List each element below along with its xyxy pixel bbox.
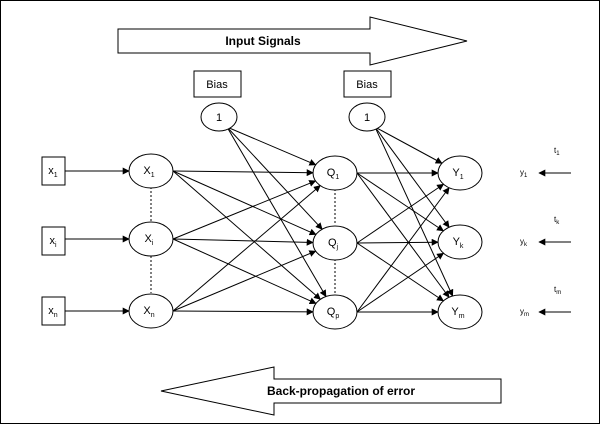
bias-node-hidden — [200, 102, 238, 132]
weight-x2-q3 — [172, 238, 317, 305]
weight-x1-q3 — [172, 170, 321, 300]
hidden-unit-node-1 — [312, 155, 358, 191]
input-label-2: xi — [49, 235, 57, 249]
hidden-unit-label-3: Qp — [327, 306, 340, 320]
output-unit-label-1: Y1 — [452, 167, 463, 181]
weight-connections — [65, 126, 454, 316]
output-unit-node-1 — [437, 155, 483, 191]
hidden-unit-label-2: Qj — [328, 237, 339, 251]
output-unit-node-3 — [437, 294, 483, 330]
bias-value-hidden: 1 — [216, 112, 222, 124]
input-unit-label-3: Xn — [143, 305, 154, 319]
target-label-1: t1 — [554, 146, 560, 157]
input-box-3 — [41, 296, 66, 326]
bias-node-output — [348, 102, 386, 132]
bias-weight-q2 — [226, 126, 323, 230]
hidden-unit-node-3 — [312, 294, 358, 330]
output-unit-label-3: Ym — [451, 306, 464, 320]
hidden-unit-label-1: Q1 — [327, 167, 340, 181]
bias-weight-y1 — [374, 126, 443, 164]
bias-label-hidden: Bias — [206, 79, 228, 91]
input-label-1: x1 — [48, 165, 58, 179]
target-label-2: tk — [554, 215, 560, 226]
input-unit-node-1 — [128, 153, 174, 189]
weight-q3-y2 — [356, 252, 445, 313]
bias-weight-q3 — [226, 126, 327, 298]
input-signals-arrow: Input Signals — [117, 16, 468, 66]
input-unit-node-3 — [128, 293, 174, 329]
weight-x2-q1 — [172, 180, 317, 240]
output-label-1: y1 — [520, 168, 528, 179]
input-unit-label-2: Xi — [145, 233, 154, 247]
output-unit-label-2: Yk — [453, 236, 464, 250]
back-propagation-arrow: Back-propagation of error — [160, 366, 502, 416]
weight-q2-y3 — [356, 242, 444, 302]
weight-q2-y1 — [356, 183, 445, 244]
bias-value-output: 1 — [364, 112, 370, 124]
weight-q2-y2 — [356, 238, 439, 246]
input-label-3: xn — [48, 305, 58, 319]
weight-x1-q2 — [172, 170, 317, 236]
bias-weight-y3 — [374, 126, 454, 297]
bias-weight-y2 — [374, 126, 450, 228]
weight-q3-y1 — [356, 187, 450, 313]
weight-x2-q2 — [172, 238, 314, 246]
bias-box-output — [343, 70, 392, 98]
weight-x3-q1 — [172, 185, 321, 312]
input-unit-label-1: X1 — [143, 165, 154, 179]
input-box-1 — [41, 156, 66, 186]
bias-label-output: Bias — [356, 79, 378, 91]
target-label-3: tm — [554, 285, 561, 296]
output-label-3: ym — [520, 307, 529, 318]
input-boxes: x1 xi xn — [41, 156, 66, 326]
bias-weight-q1 — [226, 126, 317, 166]
output-target-labels: y1 yk ym t1 tk tm — [520, 146, 571, 318]
weight-q1-y3 — [356, 172, 450, 298]
input-signals-label: Input Signals — [225, 34, 301, 48]
input-unit-node-2 — [128, 221, 174, 257]
weight-x3-q2 — [172, 250, 317, 312]
back-propagation-label: Back-propagation of error — [267, 384, 415, 398]
hidden-unit-node-2 — [312, 225, 358, 261]
weight-x3-q3 — [172, 308, 314, 316]
weight-x1-q1 — [172, 169, 314, 177]
output-label-2: yk — [520, 237, 528, 248]
output-unit-node-2 — [437, 224, 483, 260]
input-box-2 — [41, 226, 66, 256]
weight-q1-y2 — [356, 172, 444, 232]
bias-box-hidden — [193, 70, 242, 98]
ellipsis-dots — [150, 187, 336, 297]
